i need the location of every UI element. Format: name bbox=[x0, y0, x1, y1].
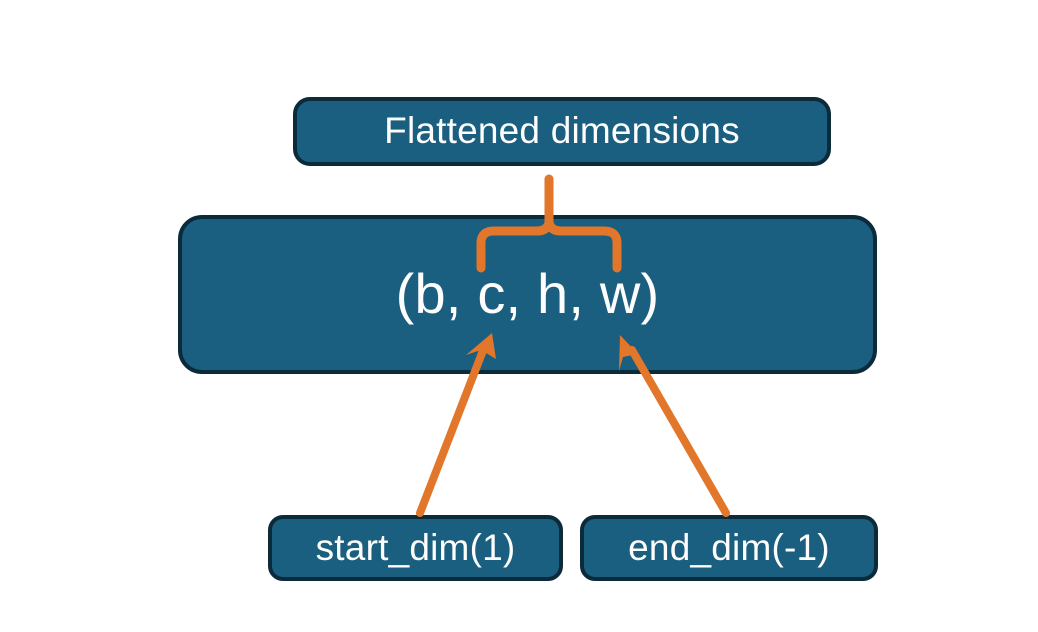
start-dim-label: start_dim(1) bbox=[315, 526, 516, 568]
start-dim-box[interactable]: start_dim(1) bbox=[268, 515, 563, 581]
end-dim-box[interactable]: end_dim(-1) bbox=[580, 515, 878, 581]
flattened-dimensions-box[interactable]: Flattened dimensions bbox=[293, 97, 831, 166]
end-dim-label: end_dim(-1) bbox=[628, 526, 830, 568]
tensor-shape-label: (b, c, h, w) bbox=[395, 262, 660, 326]
tensor-shape-box[interactable]: (b, c, h, w) bbox=[178, 215, 877, 374]
flattened-dimensions-label: Flattened dimensions bbox=[384, 110, 740, 152]
